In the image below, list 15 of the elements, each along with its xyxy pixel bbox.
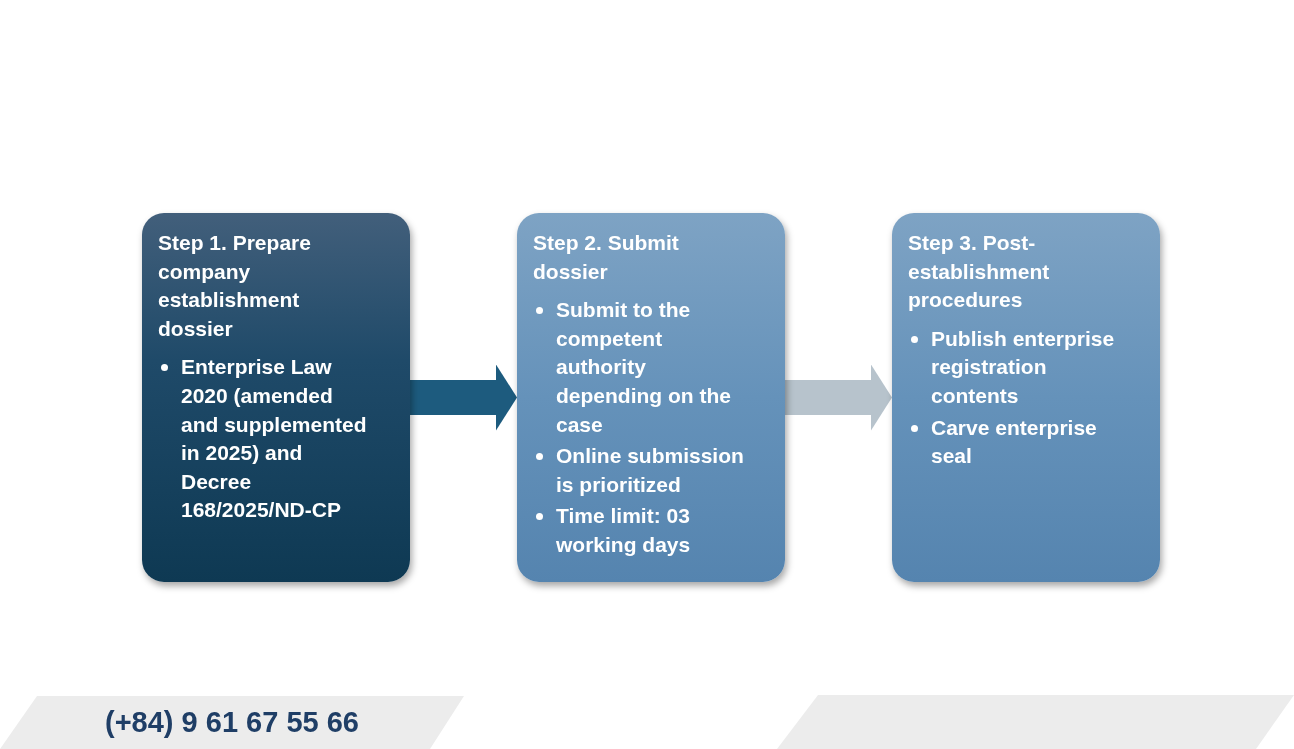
- step-heading: Step 2. Submit dossier: [533, 230, 680, 285]
- bullet-text: Enterprise Law 2020 (amended and supplemented in 2025) and Decree 168/2025/ND-CP: [181, 354, 368, 524]
- bullet-text: Online submission is prioritized: [556, 443, 745, 498]
- process-box: [142, 213, 410, 582]
- arrow: [785, 364, 892, 431]
- bullet-text: Submit to the competent authority depending on the case: [556, 297, 732, 438]
- step-heading: Step 1. Prepare company establishment dossier: [158, 230, 312, 342]
- bullet-text: Time limit: 03 working days: [556, 503, 692, 558]
- arrow: [410, 364, 517, 431]
- process-box: [892, 213, 1160, 582]
- step-heading: Step 3. Post-establishment procedures: [908, 230, 1051, 314]
- phone-number: (+84) 9 61 67 55 66: [105, 706, 359, 739]
- process-box: [517, 213, 785, 582]
- bullet-text: Publish enterprise registration contents: [931, 325, 1116, 409]
- bullet-text: Carve enterprise seal: [931, 414, 1098, 470]
